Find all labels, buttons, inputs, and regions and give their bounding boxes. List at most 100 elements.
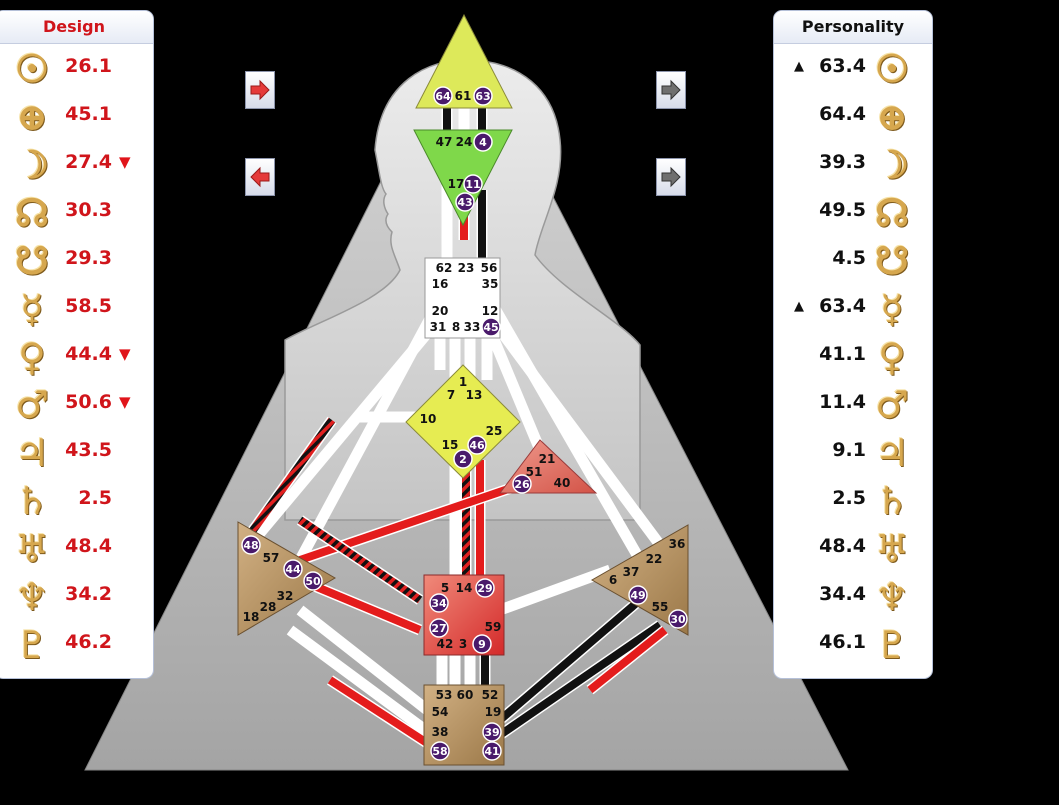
venus-icon: ♀ — [878, 334, 906, 379]
active-gate-marker — [467, 435, 487, 455]
design-gate-value: 43.5 — [65, 439, 112, 461]
personality-row: ☽39.3 — [774, 142, 932, 188]
gate-label: 38 — [432, 725, 449, 739]
arrow-right-icon — [250, 79, 270, 101]
active-gate-marker — [430, 741, 450, 761]
channel-r — [327, 676, 433, 749]
personality-gate-value: 34.4 — [819, 583, 866, 605]
active-gate-label: 2 — [459, 453, 467, 466]
gate-label: 51 — [526, 465, 543, 479]
personality-row: ☋4.5 — [774, 238, 932, 284]
personality-row: ♂11.4 — [774, 382, 932, 428]
gate-label: 17 — [448, 177, 465, 191]
active-gate-label: 49 — [630, 589, 645, 602]
gate-label: 42 — [437, 637, 454, 651]
active-gate-marker — [512, 474, 532, 494]
active-gate-label: 43 — [457, 196, 472, 209]
active-gate-label: 34 — [431, 597, 447, 610]
design-gate-value: 48.4 — [65, 535, 112, 557]
design-gate-value: 50.6 — [65, 391, 112, 413]
channel-r — [298, 576, 422, 634]
active-gate-marker — [303, 571, 323, 591]
channel-h — [297, 516, 423, 604]
design-title: Design — [0, 11, 153, 44]
arrow-right-icon — [661, 79, 681, 101]
design-row: ♀44.4▼ — [0, 334, 153, 380]
gate-label: 62 — [436, 261, 453, 275]
neptune-icon: ♆ — [874, 574, 910, 619]
personality-forward-button-2[interactable] — [656, 158, 686, 196]
personality-gate-value: 49.5 — [819, 199, 866, 221]
gate-label: 53 — [436, 688, 453, 702]
active-gate-label: 4 — [479, 136, 487, 149]
design-gate-value: 27.4 — [65, 151, 112, 173]
gate-label: 28 — [260, 600, 277, 614]
active-gate-marker — [429, 593, 449, 613]
active-gate-label: 44 — [285, 563, 301, 576]
active-gate-label: 48 — [243, 539, 258, 552]
neptune-icon: ♆ — [14, 574, 50, 619]
active-gate-marker — [481, 317, 501, 337]
gate-label: 16 — [432, 277, 449, 291]
personality-gate-value: 2.5 — [832, 487, 866, 509]
active-gate-marker — [628, 585, 648, 605]
personality-row: ♀41.1 — [774, 334, 932, 380]
design-gate-value: 2.5 — [78, 487, 112, 509]
mars-icon: ♂ — [14, 382, 50, 427]
design-row: ☊30.3 — [0, 190, 153, 236]
personality-row: ☊49.5 — [774, 190, 932, 236]
gate-label: 21 — [539, 452, 556, 466]
gate-label: 13 — [466, 388, 483, 402]
channel-outline — [484, 327, 546, 453]
spleen-center — [237, 521, 336, 636]
gate-label: 24 — [456, 135, 473, 149]
gate-label: 31 — [430, 320, 447, 334]
north-node-icon: ☊ — [15, 190, 49, 235]
personality-panel: Personality ☉63.4▲⊕64.4☽39.3☊49.5☋4.5☿63… — [773, 10, 933, 679]
personality-row: ♃ 9.1 — [774, 430, 932, 476]
saturn-icon: ♄ — [14, 478, 50, 523]
jupiter-icon: ♃ — [874, 430, 910, 475]
gate-label: 59 — [485, 620, 502, 634]
gate-label: 1 — [459, 375, 467, 389]
active-gate-label: 64 — [435, 90, 451, 103]
active-gate-marker — [472, 634, 492, 654]
active-gate-marker — [482, 741, 502, 761]
design-row: ♂50.6▼ — [0, 382, 153, 428]
personality-forward-button[interactable] — [656, 71, 686, 109]
personality-row: ☿63.4▲ — [774, 286, 932, 332]
arrow-down-icon: ▼ — [119, 153, 131, 171]
active-gate-label: 45 — [483, 321, 498, 334]
arrow-down-icon: ▼ — [119, 345, 131, 363]
design-back-button[interactable] — [245, 158, 275, 196]
arrow-up-icon: ▲ — [794, 59, 804, 74]
personality-title: Personality — [774, 11, 932, 44]
design-forward-button[interactable] — [245, 71, 275, 109]
active-gate-marker — [473, 86, 493, 106]
design-row: ⊕45.1 — [0, 94, 153, 140]
active-gate-label: 58 — [432, 745, 447, 758]
channel-r — [587, 626, 668, 694]
design-row: ♅48.4 — [0, 526, 153, 572]
centers — [237, 13, 689, 766]
gate-label: 35 — [482, 277, 499, 291]
active-gate-marker — [482, 722, 502, 742]
gate-label: 8 — [452, 320, 460, 334]
arrow-up-icon: ▲ — [794, 299, 804, 314]
moon-icon: ☽ — [14, 142, 50, 187]
gate-label: 32 — [277, 589, 294, 603]
south-node-icon: ☋ — [15, 238, 49, 283]
gate-label: 61 — [455, 89, 472, 103]
channel-outline — [296, 605, 444, 725]
solar-plexus-center — [590, 524, 689, 636]
personality-gate-value: 9.1 — [832, 439, 866, 461]
active-gate-label: 11 — [465, 178, 480, 191]
active-gate-label: 41 — [484, 745, 499, 758]
design-gate-value: 58.5 — [65, 295, 112, 317]
channel-outline — [485, 297, 645, 563]
personality-gate-value: 48.4 — [819, 535, 866, 557]
head-center — [415, 13, 513, 109]
